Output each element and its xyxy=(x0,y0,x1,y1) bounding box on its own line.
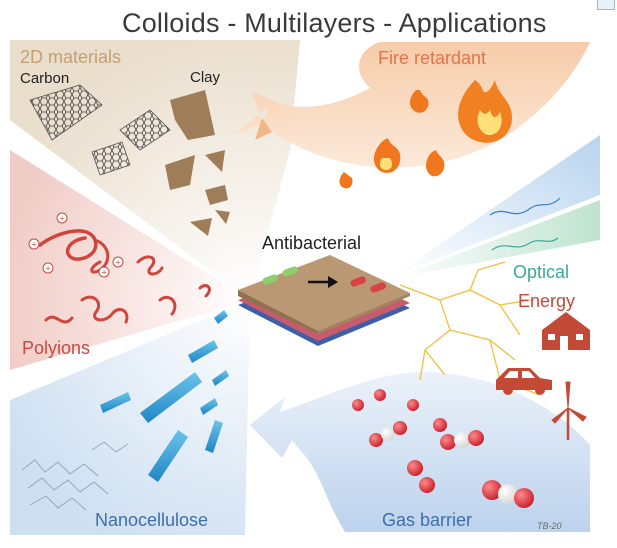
label-antibacterial: Antibacterial xyxy=(262,233,362,253)
label-optical: Optical xyxy=(513,262,570,282)
wind-turbine-icon xyxy=(551,381,587,440)
light-ray-green xyxy=(491,237,559,251)
label-fire-retardant: Fire retardant xyxy=(378,48,487,68)
bacteria xyxy=(262,266,386,293)
charge-markers xyxy=(28,212,124,278)
label-clay: Clay xyxy=(190,69,221,86)
nanocellulose-rods xyxy=(100,310,229,482)
wedge-optical-blue xyxy=(395,135,600,275)
svg-text:+: + xyxy=(115,259,121,267)
wedge-optical-green xyxy=(395,200,600,278)
wedge-polyions xyxy=(10,150,250,370)
flame-icons xyxy=(339,80,512,189)
svg-text:+: + xyxy=(101,269,107,277)
label-polyions: Polyions xyxy=(22,338,91,358)
flame-icon xyxy=(426,150,445,177)
gas-swoosh xyxy=(250,371,590,532)
flame-icon xyxy=(410,90,429,113)
label-gas-barrier: Gas barrier xyxy=(382,510,473,530)
label-2d-materials: 2D materials xyxy=(20,47,122,67)
label-nanocellulose: Nanocellulose xyxy=(95,510,209,530)
figure-title: Colloids - Multilayers - Applications xyxy=(122,8,547,38)
carbon-sheets xyxy=(29,84,171,176)
arrow-right-icon xyxy=(308,276,338,288)
label-energy: Energy xyxy=(518,291,576,311)
multilayer-stack xyxy=(238,255,410,346)
window-corner-icon xyxy=(597,0,615,10)
svg-text:+: + xyxy=(31,241,37,249)
svg-text:+: + xyxy=(45,265,51,273)
house-icon xyxy=(542,312,590,350)
cellulose-chains xyxy=(21,441,129,511)
svg-text:+: + xyxy=(59,215,65,223)
gas-molecules xyxy=(352,389,534,508)
car-icon xyxy=(496,368,552,395)
light-ray-blue xyxy=(489,197,561,216)
flame-icon xyxy=(339,172,353,189)
clay-platelets xyxy=(165,90,230,236)
label-carbon: Carbon xyxy=(20,70,70,87)
polyion-chains xyxy=(38,229,211,324)
artist-signature: TB-20 xyxy=(537,521,562,531)
